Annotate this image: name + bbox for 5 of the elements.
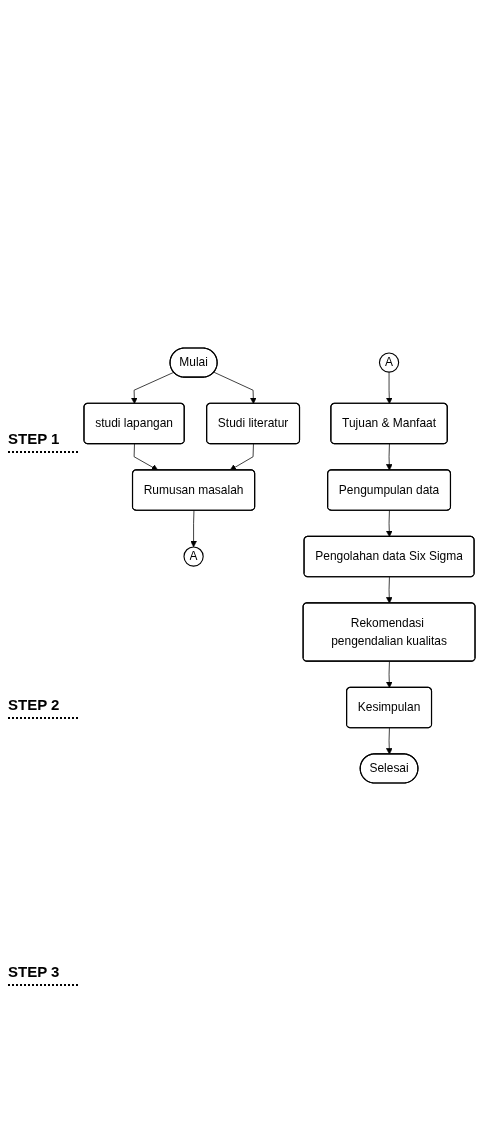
step-label: STEP 2 [8,696,78,720]
step-label: STEP 3 [8,963,78,987]
node-circle: A [378,352,400,373]
node-circle: A [183,546,204,567]
step-label: STEP 1 [8,429,78,453]
